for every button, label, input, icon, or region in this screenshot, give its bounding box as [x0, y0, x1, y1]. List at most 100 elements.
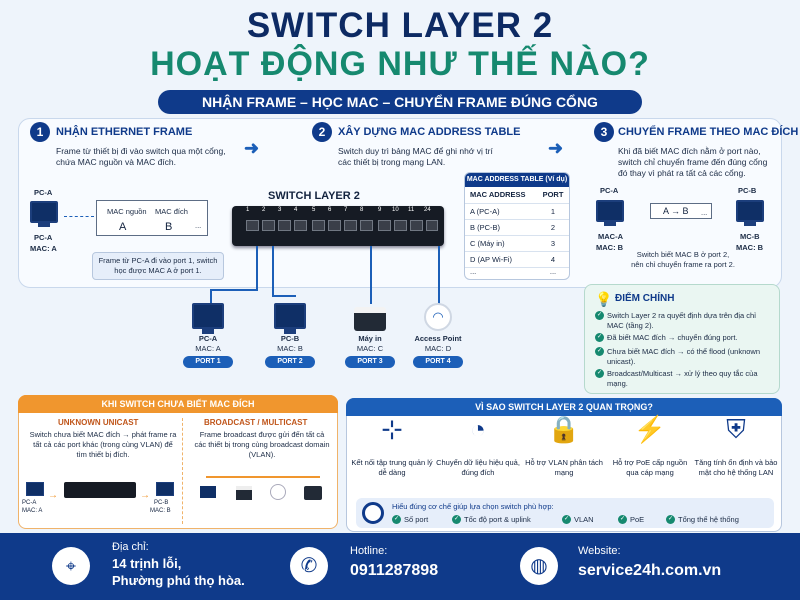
step1-pc-mac: MAC: A — [30, 244, 57, 253]
step-1-title: NHẬN ETHERNET FRAME — [56, 126, 193, 138]
frame-dst-label: MAC đích — [155, 207, 188, 216]
printer-icon — [354, 307, 386, 331]
website-link[interactable]: service24h.com.vn — [578, 562, 722, 579]
check-icon: ✓ — [595, 347, 604, 356]
step1-pc-top-label: PC-A — [34, 188, 53, 197]
phone-icon — [304, 486, 322, 500]
page-subtitle: HOẠT ĐỘNG NHƯ THẾ NÀO? — [150, 45, 650, 83]
broadcast-line — [206, 476, 320, 478]
step-2-number: 2 — [312, 122, 332, 142]
hotline-label: Hotline: — [350, 545, 388, 557]
address-line1: 14 trịnh lỗi, — [112, 556, 182, 571]
hotline-number[interactable]: 0911287898 — [350, 562, 439, 579]
summary-ribbon: NHẬN FRAME – HỌC MAC – CHUYỂN FRAME ĐÚNG… — [158, 90, 642, 114]
port-col-header: PORT — [542, 190, 564, 199]
mac-address-table: MAC ADDRESS TABLE (Ví dụ) MAC ADDRESS PO… — [464, 172, 570, 280]
speedometer-icon: ◔ — [470, 414, 486, 444]
step-3-title: CHUYỂN FRAME THEO MAC ĐÍCH — [618, 126, 799, 138]
port-number: 9 — [378, 207, 382, 213]
unicast-pc-a-icon — [26, 482, 44, 496]
ethernet-frame: MAC nguồn A MAC đích B ... — [96, 200, 208, 236]
device-name: Access Point — [414, 334, 462, 343]
step3-note: Switch biết MAC B ở port 2, nên chỉ chuy… — [631, 250, 735, 269]
shield-icon: ⛨ — [726, 414, 746, 444]
website-label: Website: — [578, 545, 621, 557]
port-number: 7 — [344, 207, 348, 213]
step3-src-label: MAC-A — [598, 232, 623, 241]
port-badge: PORT 1 — [183, 356, 233, 368]
check-icon: ✓ — [595, 311, 604, 320]
location-pin-icon: ⌖ — [52, 547, 90, 585]
why-item: ⊹ Kết nối tập trung quản lý dễ dàng — [349, 414, 435, 478]
device-pc-b: PC-B MAC: B PORT 2 — [265, 303, 315, 368]
frame-src-value: A — [119, 221, 127, 233]
link-line — [210, 289, 212, 303]
link-line — [272, 246, 274, 296]
lightbulb-icon: 💡 — [595, 291, 613, 307]
frame-dst-value: B — [165, 221, 173, 233]
switch-port — [360, 220, 373, 231]
device-mac: MAC: A — [195, 344, 221, 353]
monitor-icon — [274, 303, 306, 329]
device-mac: MAC: D — [424, 344, 452, 353]
switch-port — [378, 220, 391, 231]
port-number: 8 — [360, 207, 364, 213]
step3-src-pc-icon — [596, 200, 624, 226]
link-line — [256, 246, 258, 290]
unicast-pc-b-icon — [156, 482, 174, 496]
why-item: ◔ Chuyển dữ liệu hiệu quả, đúng đích — [436, 414, 520, 477]
mac-col-header: MAC ADDRESS — [470, 190, 526, 199]
wifi-ap-icon — [270, 484, 286, 500]
key-points-panel: 💡 ĐIỂM CHÍNH ✓Switch Layer 2 ra quyết đị… — [584, 284, 780, 394]
step1-link-line — [64, 216, 94, 217]
device-mac: MAC: C — [356, 344, 384, 353]
step3-src-mac: MAC: B — [596, 243, 624, 252]
lightning-icon: ⚡ — [633, 414, 667, 444]
arrow-right-icon: → — [48, 490, 58, 501]
port-number: 11 — [408, 207, 415, 213]
mac-table-header: MAC ADDRESS PORT — [465, 187, 569, 203]
address-line2: Phường phú thọ hòa. — [112, 573, 245, 588]
monitor-icon — [200, 486, 216, 498]
device-printer: Máy in MAC: C PORT 3 — [345, 303, 395, 368]
step-arrow-1: ➜ — [244, 138, 260, 158]
step3-src-top: PC-A — [600, 186, 619, 195]
broadcast-desc: Frame broadcast được gửi đến tất cả các … — [194, 430, 330, 459]
switch-port — [410, 220, 423, 231]
step3-frame: A → B ... — [650, 203, 712, 219]
link-line — [210, 289, 258, 291]
arrow-right-icon: → — [140, 490, 150, 501]
mini-switch-icon — [64, 482, 136, 498]
unicast-pc-b-label: PC-B — [154, 500, 169, 506]
step3-dst-mac: MAC: B — [736, 243, 764, 252]
step3-dst-pc-icon — [736, 200, 764, 226]
broadcast-title: BROADCAST / MULTICAST — [204, 418, 308, 427]
step1-note: Frame từ PC-A đi vào port 1, switch học … — [92, 252, 224, 280]
switch-port — [312, 220, 325, 231]
key-point-item: ✓Switch Layer 2 ra quyết định dựa trên đ… — [595, 311, 756, 330]
globe-icon: ◍ — [520, 547, 558, 585]
step-3-desc: Khi đã biết MAC đích nằm ở port nào, swi… — [618, 146, 768, 178]
check-icon: ✓ — [595, 369, 604, 378]
footer — [0, 533, 800, 600]
network-icon: ⊹ — [381, 414, 403, 444]
switch-device — [232, 206, 444, 246]
port-number: 5 — [312, 207, 316, 213]
unicast-pc-b-mac: MAC: B — [150, 508, 171, 514]
unicast-pc-a-label: PC-A — [22, 500, 37, 506]
switch-port — [294, 220, 307, 231]
step3-frame-text: A → B — [663, 206, 689, 216]
switch-port — [278, 220, 291, 231]
port-number: 10 — [392, 207, 399, 213]
step-1-desc: Frame từ thiết bị đi vào switch qua một … — [56, 146, 226, 167]
step3-dst-top: PC-B — [738, 186, 757, 195]
device-pc-a: PC-A MAC: A PORT 1 — [183, 303, 233, 368]
frame-src-label: MAC nguồn — [107, 207, 147, 216]
mac-table-title: MAC ADDRESS TABLE (Ví dụ) — [465, 173, 569, 187]
step-2-desc: Switch duy trì bảng MAC để ghi nhớ vị tr… — [338, 146, 493, 167]
port-badge: PORT 3 — [345, 356, 395, 368]
why-item: 🔒 Hỗ trợ VLAN phân tách mạng — [521, 416, 607, 478]
table-row: A (PC-A)1 — [465, 203, 569, 219]
port-number: 6 — [328, 207, 332, 213]
key-points-title: ĐIỂM CHÍNH — [615, 293, 675, 304]
